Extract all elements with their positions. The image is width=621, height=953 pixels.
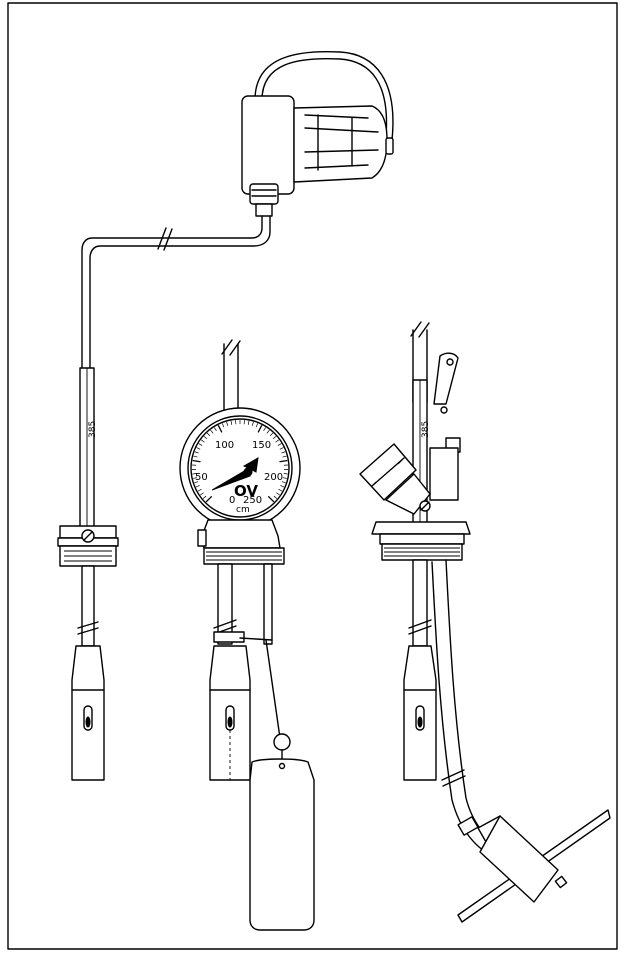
gauge-tick-mark: [281, 451, 286, 454]
gauge-tick-mark: [192, 459, 201, 463]
gauge-tick-mark: [200, 492, 204, 496]
rod-label-left: 385: [88, 421, 98, 438]
gauge-unit: cm: [236, 505, 250, 515]
gauge-tick-mark: [276, 492, 280, 496]
gauge-tick-mark: [273, 495, 278, 499]
gauge-tick-mark: [282, 477, 287, 479]
gauge-tick-mark: [281, 481, 286, 484]
gauge-brand-logo: OV: [234, 482, 258, 500]
gauge-tick-100: 100: [215, 440, 234, 451]
gauge-tick-mark: [275, 439, 280, 443]
gauge-tick-mark: [197, 488, 202, 492]
gauge-tick-mark: [282, 455, 287, 458]
gauge-tick-mark: [266, 429, 270, 434]
gauge-tick-mark: [203, 435, 208, 440]
gauge-tick-mark: [279, 447, 284, 450]
gauge-tick-mark: [206, 432, 211, 437]
middle-gauge-assembly: [179, 339, 315, 931]
gauge-tick-150: 150: [252, 440, 271, 451]
gauge-tick-mark: [210, 429, 214, 434]
gauge-tick-mark: [213, 427, 217, 432]
gauge-tick-mark: [196, 447, 201, 450]
gauge-tick-mark: [280, 485, 285, 488]
gauge-tick-mark: [202, 495, 207, 499]
gauge-tick-mark: [257, 424, 263, 433]
gauge-tick-mark: [255, 423, 258, 428]
gauge-tick-0: 0: [229, 495, 235, 506]
right-sensor-assembly: [359, 321, 611, 923]
frame-border: [7, 2, 618, 950]
gauge-tick-mark: [192, 473, 197, 475]
gauge-tick-mark: [277, 443, 282, 446]
gauge-tick-50: 50: [195, 472, 208, 483]
gauge-tick-mark: [251, 421, 254, 426]
gauge-tick-mark: [195, 485, 200, 488]
gauge-tick-200: 200: [264, 472, 283, 483]
gauge-tick-250: 250: [243, 495, 262, 506]
gauge-tick-mark: [193, 477, 198, 479]
gauge-tick-mark: [205, 495, 213, 503]
gauge-tick-marks: [192, 420, 288, 503]
gauge-tick-mark: [269, 432, 274, 437]
gauge-tick-mark: [194, 451, 199, 454]
gauge-tick-mark: [267, 495, 275, 503]
gauge-tick-mark: [217, 424, 223, 433]
gauge-tick-mark: [198, 443, 203, 446]
gauge-tick-mark: [230, 420, 233, 425]
rod-label-right: 385: [421, 421, 431, 438]
gauge-tick-mark: [272, 435, 277, 440]
gauge-tick-mark: [226, 421, 229, 426]
gauge-tick-mark: [278, 488, 283, 492]
gauge-tick-mark: [194, 481, 199, 484]
connecting-cable: [81, 215, 271, 371]
gauge-tick-mark: [279, 459, 288, 463]
left-sensor-assembly: [57, 367, 119, 781]
gauge-tick-mark: [263, 427, 267, 432]
gauge-tick-mark: [200, 439, 205, 443]
gauge-tick-mark: [283, 473, 288, 475]
gauge-tick-mark: [193, 455, 198, 458]
gauge-tick-mark: [222, 423, 225, 428]
connector-head: [241, 50, 394, 217]
gauge-tick-mark: [247, 420, 250, 425]
